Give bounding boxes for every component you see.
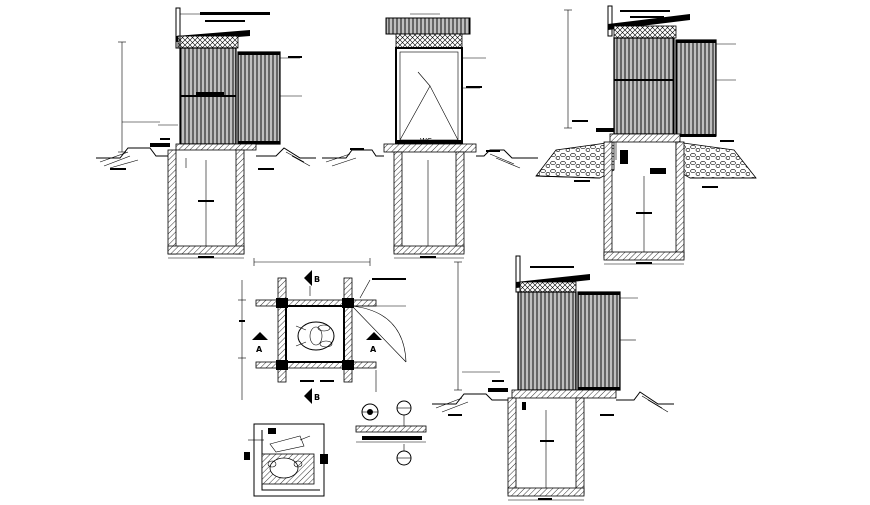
elevation-side-view [432, 255, 674, 501]
section-a-view: WC [322, 13, 538, 259]
detail-squat-pan-view [244, 423, 328, 497]
svg-text:B: B [314, 393, 320, 402]
room-tag: WC [420, 137, 432, 145]
detail-fixings-view [355, 400, 427, 466]
section-marker-b-top: B [304, 270, 320, 296]
section-marker-b-bottom: B [304, 388, 320, 404]
svg-text:B: B [314, 275, 320, 284]
section-foundation-view [535, 5, 757, 265]
section-marker-a-right: A [366, 332, 382, 354]
section-marker-a-left: A [252, 332, 268, 354]
svg-text:A: A [370, 345, 377, 354]
plan-view: B B A A [238, 258, 407, 404]
svg-text:A: A [256, 345, 263, 354]
elevation-front-view [96, 7, 316, 259]
